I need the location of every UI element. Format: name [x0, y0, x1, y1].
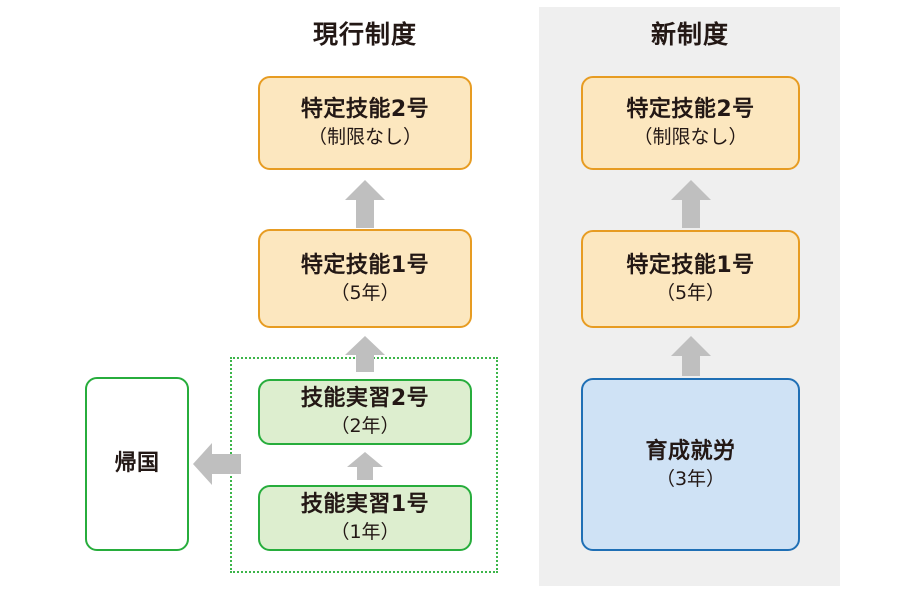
arrow-up-icon — [347, 452, 383, 480]
node-return-home[interactable]: 帰国 — [85, 377, 189, 551]
arrow-up-icon — [671, 180, 711, 228]
node-new-ikusei-shuro-duration: （3年） — [655, 467, 726, 490]
node-current-titp1[interactable]: 技能実習1号 （1年） — [258, 485, 472, 551]
node-new-ssw2[interactable]: 特定技能2号 （制限なし） — [581, 76, 800, 170]
arrow-left-training-to-return-home — [193, 443, 241, 485]
node-new-ikusei-shuro-title: 育成就労 — [645, 438, 736, 464]
arrow-left-icon — [193, 443, 241, 485]
arrow-up-new-ssw1-to-ssw2 — [671, 180, 711, 228]
node-current-ssw1-duration: （5年） — [330, 281, 400, 304]
arrow-up-icon — [345, 336, 385, 372]
node-current-titp2-duration: （2年） — [330, 415, 400, 437]
column-header-new-system: 新制度 — [650, 20, 729, 49]
node-new-ssw1-title: 特定技能1号 — [626, 253, 755, 278]
node-new-ssw1-duration: （5年） — [655, 282, 726, 304]
node-current-titp2-title: 技能実習2号 — [300, 386, 430, 411]
node-current-ssw1[interactable]: 特定技能1号 （5年） — [258, 229, 472, 328]
node-current-ssw2-duration: （制限なし） — [307, 126, 422, 148]
node-new-ssw1[interactable]: 特定技能1号 （5年） — [581, 230, 800, 328]
node-current-ssw1-title: 特定技能1号 — [300, 252, 430, 278]
node-current-ssw2[interactable]: 特定技能2号 （制限なし） — [258, 76, 472, 170]
node-new-ssw2-title: 特定技能2号 — [626, 97, 755, 122]
node-current-ssw2-title: 特定技能2号 — [300, 97, 430, 122]
column-header-current-system: 現行制度 — [312, 20, 417, 49]
node-new-ssw2-duration: （制限なし） — [633, 126, 748, 148]
node-current-titp1-duration: （1年） — [330, 521, 400, 543]
arrow-up-icon — [345, 180, 385, 228]
arrow-up-current-titp2-to-ssw1 — [345, 336, 385, 372]
arrow-up-current-ssw1-to-ssw2 — [345, 180, 385, 228]
node-current-titp2[interactable]: 技能実習2号 （2年） — [258, 379, 472, 445]
node-new-ikusei-shuro[interactable]: 育成就労 （3年） — [581, 378, 800, 551]
arrow-up-new-ikusei-to-ssw1 — [671, 336, 711, 376]
arrow-up-current-titp1-to-titp2 — [347, 452, 383, 480]
node-current-titp1-title: 技能実習1号 — [300, 492, 430, 517]
node-return-home-title: 帰国 — [114, 451, 160, 476]
arrow-up-icon — [671, 336, 711, 376]
